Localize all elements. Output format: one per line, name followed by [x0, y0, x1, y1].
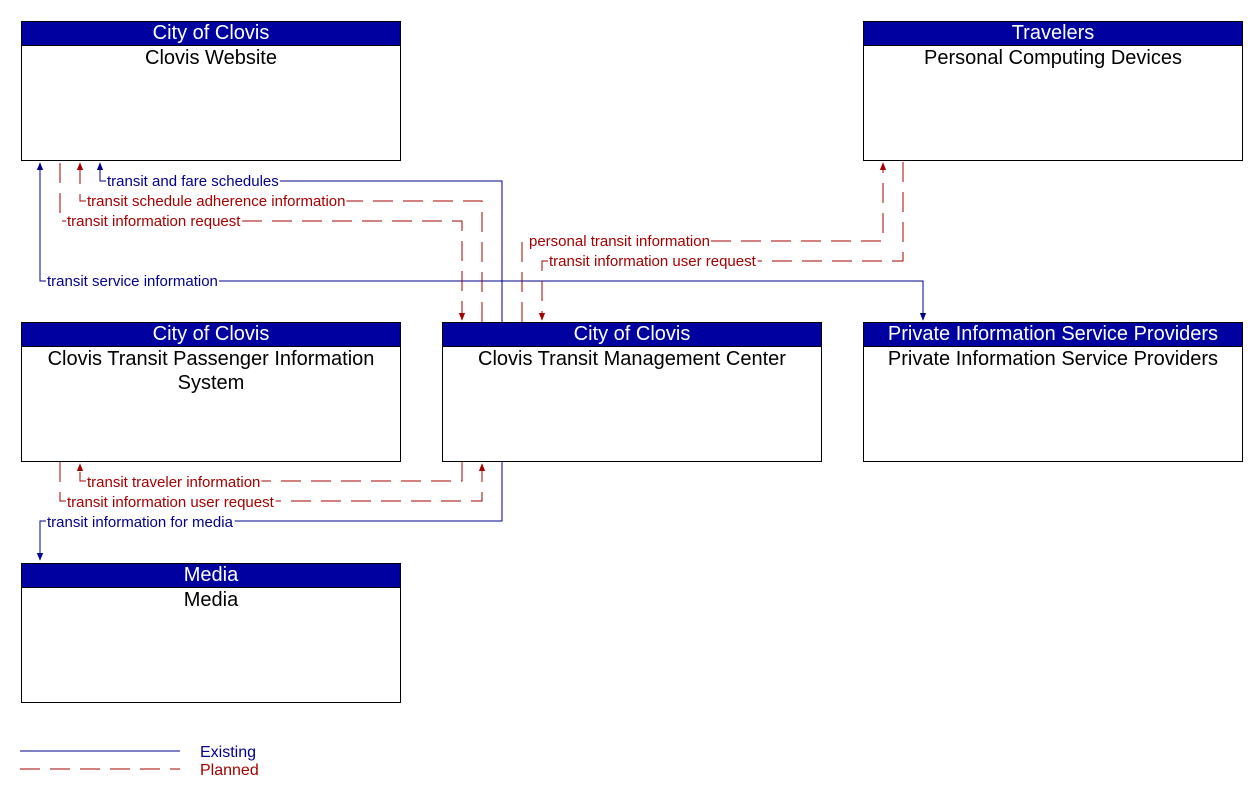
- box-header: Travelers: [864, 22, 1242, 46]
- flow-line-transit-information-request: [59, 163, 466, 321]
- box-header: Media: [22, 564, 400, 588]
- box-passenger-information-system[interactable]: City of Clovis Clovis Transit Passenger …: [21, 322, 401, 462]
- box-title: Clovis Website: [145, 47, 277, 69]
- legend-existing-label: Existing: [200, 744, 256, 761]
- flow-line-transit-information-for-media: [36, 462, 503, 561]
- flow-label-transit-information-for-media: transit information for media: [47, 514, 234, 531]
- box-transit-management-center[interactable]: City of Clovis Clovis Transit Management…: [442, 322, 822, 462]
- box-header: City of Clovis: [443, 323, 821, 347]
- flow-label-background: [548, 253, 758, 270]
- box-header: City of Clovis: [22, 323, 400, 347]
- flow-label-transit-fare-schedules: transit and fare schedules: [107, 173, 279, 190]
- flow-line-transit-traveler-information: [76, 462, 463, 482]
- flow-label-background: [86, 193, 347, 210]
- box-title: Media: [183, 589, 239, 611]
- flow-line-personal-transit-information: [521, 162, 887, 322]
- box-header: City of Clovis: [22, 22, 400, 46]
- legend-planned-label: Planned: [200, 762, 259, 779]
- flow-label-background: [46, 273, 219, 290]
- flow-line-transit-schedule-adherence: [76, 162, 483, 322]
- flow-label-personal-transit-information: personal transit information: [529, 233, 710, 250]
- box-title: Private Information Service Providers: [887, 348, 1219, 370]
- flow-label-transit-information-request: transit information request: [67, 213, 241, 230]
- flow-label-transit-information-user-request-personal: transit information user request: [549, 253, 757, 270]
- box-header: Private Information Service Providers: [864, 323, 1242, 347]
- box-personal-computing-devices[interactable]: Travelers Personal Computing Devices: [863, 21, 1243, 161]
- flow-label-background: [528, 233, 711, 250]
- flow-label-transit-information-user-request-pis: transit information user request: [67, 494, 275, 511]
- box-title: Clovis Transit Management Center: [478, 348, 786, 370]
- box-title: Personal Computing Devices: [924, 47, 1182, 69]
- flow-label-background: [106, 173, 280, 190]
- flow-label-transit-schedule-adherence: transit schedule adherence information: [87, 193, 346, 210]
- flow-label-transit-service-information: transit service information: [47, 273, 218, 290]
- flow-label-background: [66, 213, 243, 230]
- flow-label-background: [46, 514, 235, 531]
- flow-label-background: [66, 494, 276, 511]
- box-clovis-website[interactable]: City of Clovis Clovis Website: [21, 21, 401, 161]
- box-title: Clovis Transit Passenger Information Sys…: [47, 348, 375, 394]
- flow-label-background: [86, 474, 262, 491]
- flow-label-transit-traveler-information: transit traveler information: [87, 474, 260, 491]
- box-media[interactable]: Media Media: [21, 563, 401, 703]
- box-private-information-service-providers[interactable]: Private Information Service Providers Pr…: [863, 322, 1243, 462]
